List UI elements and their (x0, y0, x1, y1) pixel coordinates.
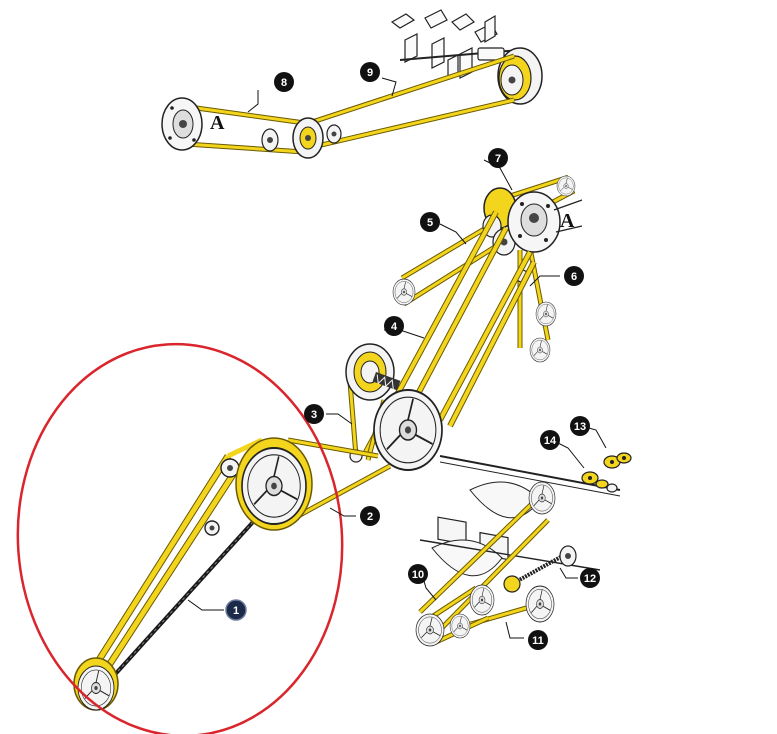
svg-text:4: 4 (391, 321, 398, 333)
right-hub (507, 191, 583, 253)
svg-text:2: 2 (367, 511, 373, 523)
svg-text:13: 13 (574, 421, 586, 433)
middle-assembly (345, 210, 537, 470)
callout-2: 2 (360, 506, 380, 526)
top-assembly: A (161, 9, 543, 159)
chain-12 (511, 552, 567, 586)
callout-3: 3 (304, 404, 324, 424)
callout-6: 6 (564, 266, 584, 286)
svg-text:9: 9 (367, 67, 373, 79)
top-left-hub (161, 97, 203, 151)
callout-11: 11 (528, 630, 548, 650)
svg-text:5: 5 (427, 217, 433, 229)
callout-13: 13 (570, 416, 590, 436)
svg-text:12: 12 (584, 573, 596, 585)
svg-text:7: 7 (495, 153, 501, 165)
callout-10: 10 (408, 564, 428, 584)
callout-7: 7 (488, 148, 508, 168)
chain-links (581, 452, 632, 493)
callout-8: 8 (274, 72, 294, 92)
top-right-pulley (497, 47, 543, 105)
callout-1: 1 (225, 599, 247, 621)
callout-9: 9 (360, 62, 380, 82)
chain-link-14 (581, 471, 618, 493)
svg-text:11: 11 (532, 635, 544, 647)
svg-text:14: 14 (544, 435, 557, 447)
callout-5: 5 (420, 212, 440, 232)
svg-text:8: 8 (281, 77, 287, 89)
lower-left-assembly (74, 438, 392, 710)
svg-text:6: 6 (571, 271, 577, 283)
highlight-ellipse (16, 342, 344, 734)
svg-text:3: 3 (311, 409, 317, 421)
lower-right-assembly (416, 455, 621, 646)
letter-a-top: A (210, 112, 225, 134)
chain-link-13 (603, 452, 632, 469)
callout-12: 12 (580, 568, 600, 588)
callout-14: 14 (540, 430, 560, 450)
letter-a-right: A (560, 210, 575, 232)
top-middle-pulleys (261, 117, 342, 159)
callout-4: 4 (384, 316, 404, 336)
svg-text:1: 1 (233, 605, 239, 617)
callouts: 8 9 7 5 6 4 3 2 (225, 62, 600, 650)
svg-text:10: 10 (412, 569, 424, 581)
